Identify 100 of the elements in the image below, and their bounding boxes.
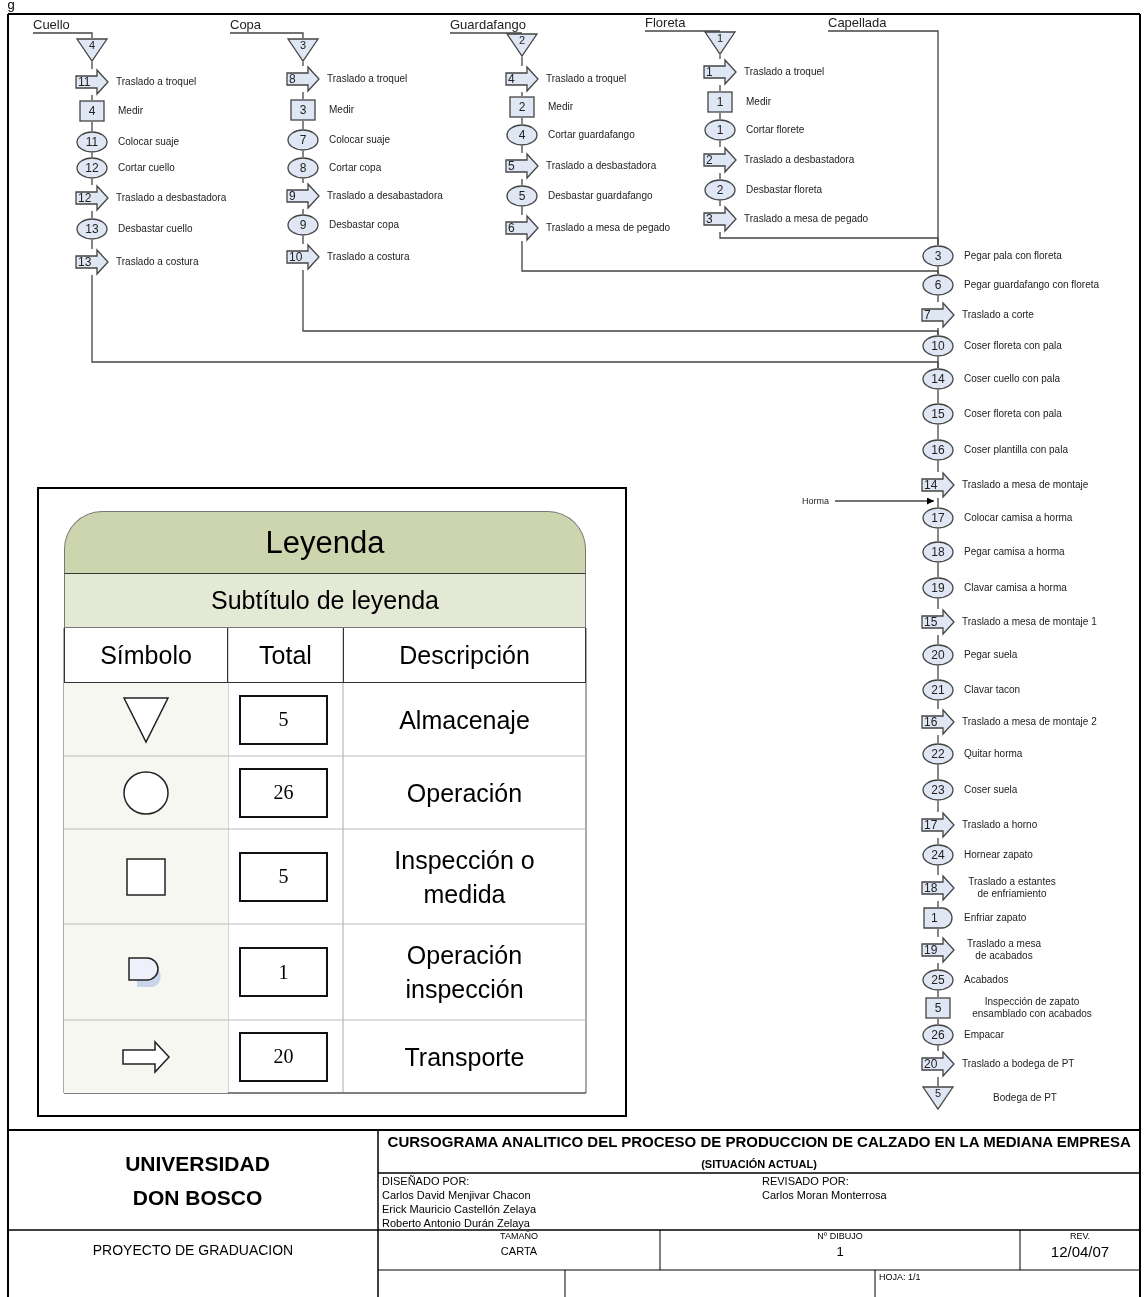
operation-circle: 26 (922, 1024, 954, 1046)
step-description: Pegar camisa a horma (964, 546, 1065, 558)
operation-circle: 10 (922, 335, 954, 357)
flow-line (719, 200, 721, 207)
flow-line (937, 665, 939, 680)
step-description: Desbastar cuello (118, 223, 193, 235)
flow-line (937, 1076, 939, 1087)
transport-symbol: 5 (505, 153, 539, 179)
step-description: Coser plantilla con pala (964, 444, 1068, 456)
flow-line (302, 150, 304, 158)
step-description: Desbastar guardafango (548, 190, 653, 202)
legend-subtitle: Subtítulo de leyenda (64, 574, 586, 628)
field-caption: Nº DIBUJO (816, 1230, 864, 1242)
flow-line (719, 84, 721, 92)
step-description: Colocar suaje (118, 136, 180, 148)
step-description: Traslado a mesa de acabados (965, 938, 1043, 962)
page-fragment-letter: g (6, 0, 16, 13)
institution-name: UNIVERSIDAD DON BOSCO (124, 1150, 271, 1211)
transport-symbol: 13 (75, 249, 109, 275)
flow-line (32, 32, 93, 39)
step-description: Traslado a bodega de PT (962, 1058, 1075, 1070)
step-description: Cortar florete (746, 124, 805, 136)
step-description: Medir (548, 101, 573, 113)
column-header: Símbolo (64, 628, 228, 683)
operation-circle: 23 (922, 779, 954, 801)
step-description: Quitar horma (964, 748, 1023, 760)
flow-line (937, 497, 939, 508)
project-type: PROYECTO DE GRADUACION (91, 1241, 295, 1260)
stream-label: Horma (802, 496, 829, 506)
inspection-square: 3 (290, 99, 316, 121)
step-description: Bodega de PT (992, 1092, 1058, 1104)
operation-circle: 18 (922, 541, 954, 563)
step-description: Cortar copa (329, 162, 382, 174)
transport-symbol: 6 (505, 215, 539, 241)
step-description: Pegar guardafango con floreta (964, 279, 1100, 291)
flow-line (937, 1018, 939, 1025)
drawing-number: 1 (835, 1243, 845, 1259)
author-name: Roberto Antonio Durán Zelaya (382, 1216, 530, 1230)
flow-line (449, 32, 523, 34)
operation-inspection-symbol: 1 (923, 907, 953, 929)
flow-line (91, 210, 93, 219)
operation-circle: 2 (704, 179, 736, 201)
step-description: Traslado a troquel (327, 73, 408, 85)
step-description: Traslado a mesa de montaje 1 (962, 616, 1097, 628)
flow-line (937, 295, 939, 303)
flow-line (937, 327, 939, 336)
arrow (834, 497, 935, 505)
transport-symbol: 16 (921, 709, 955, 735)
flow-line (91, 239, 93, 250)
step-description: Medir (118, 105, 143, 117)
flow-line (937, 634, 939, 645)
step-description: Coser floreta con pala (964, 408, 1062, 420)
step-description: Empacar (964, 1029, 1004, 1041)
step-description: Clavar tacon (964, 684, 1021, 696)
flow-line (719, 172, 721, 180)
flow-line (937, 900, 939, 908)
step-description: Cortar guardafango (548, 129, 635, 141)
step-description: Desbastar floreta (746, 184, 823, 196)
flow-line (302, 235, 304, 245)
flow-line (91, 61, 93, 70)
operation-circle: 6 (922, 274, 954, 296)
step-description: Desbastar copa (329, 219, 400, 231)
flow-line (521, 56, 523, 67)
flow-line (937, 764, 939, 780)
step-description: Traslado a horno (962, 819, 1038, 831)
flow-line (937, 734, 939, 744)
flow-line (937, 700, 939, 710)
author-name: Erick Mauricio Castellón Zelaya (382, 1202, 537, 1216)
flow-line (937, 928, 939, 938)
stream-label: Copa (230, 17, 262, 32)
flow-line (827, 30, 939, 246)
transport-symbol: 17 (921, 812, 955, 838)
transport-symbol: 20 (921, 1051, 955, 1077)
flow-line (937, 562, 939, 578)
storage-triangle: 2 (506, 33, 538, 57)
operation-circle: 9 (287, 214, 319, 236)
symbol-description: Almacenaje (398, 704, 531, 736)
inspection-square: 4 (79, 100, 105, 122)
flow-line (91, 121, 93, 132)
revision-date: 12/04/07 (1049, 1242, 1111, 1260)
flow-line (937, 389, 939, 404)
stream-label: Cuello (33, 17, 70, 32)
transport-symbol: 4 (505, 66, 539, 92)
step-description: Traslado a troquel (546, 73, 627, 85)
step-description: Traslado a troquel (744, 66, 825, 78)
operation-circle: 21 (922, 679, 954, 701)
field-caption: REV. (1068, 1230, 1092, 1242)
symbol-description: Inspección o medida (393, 844, 536, 910)
stream-label: Floreta (645, 15, 686, 30)
flow-line (937, 800, 939, 813)
flow-line (302, 120, 304, 130)
step-description: Traslado a mesa de montaje 2 (962, 716, 1097, 728)
operation-circle: 13 (76, 218, 108, 240)
operation-circle: 5 (506, 185, 538, 207)
operation-circle: 11 (76, 131, 108, 153)
transport-symbol: 18 (921, 875, 955, 901)
operation-circle: 12 (76, 157, 108, 179)
step-description: Coser suela (964, 784, 1018, 796)
step-description: Colocar camisa a horma (964, 512, 1073, 524)
operation-circle: 14 (922, 368, 954, 390)
